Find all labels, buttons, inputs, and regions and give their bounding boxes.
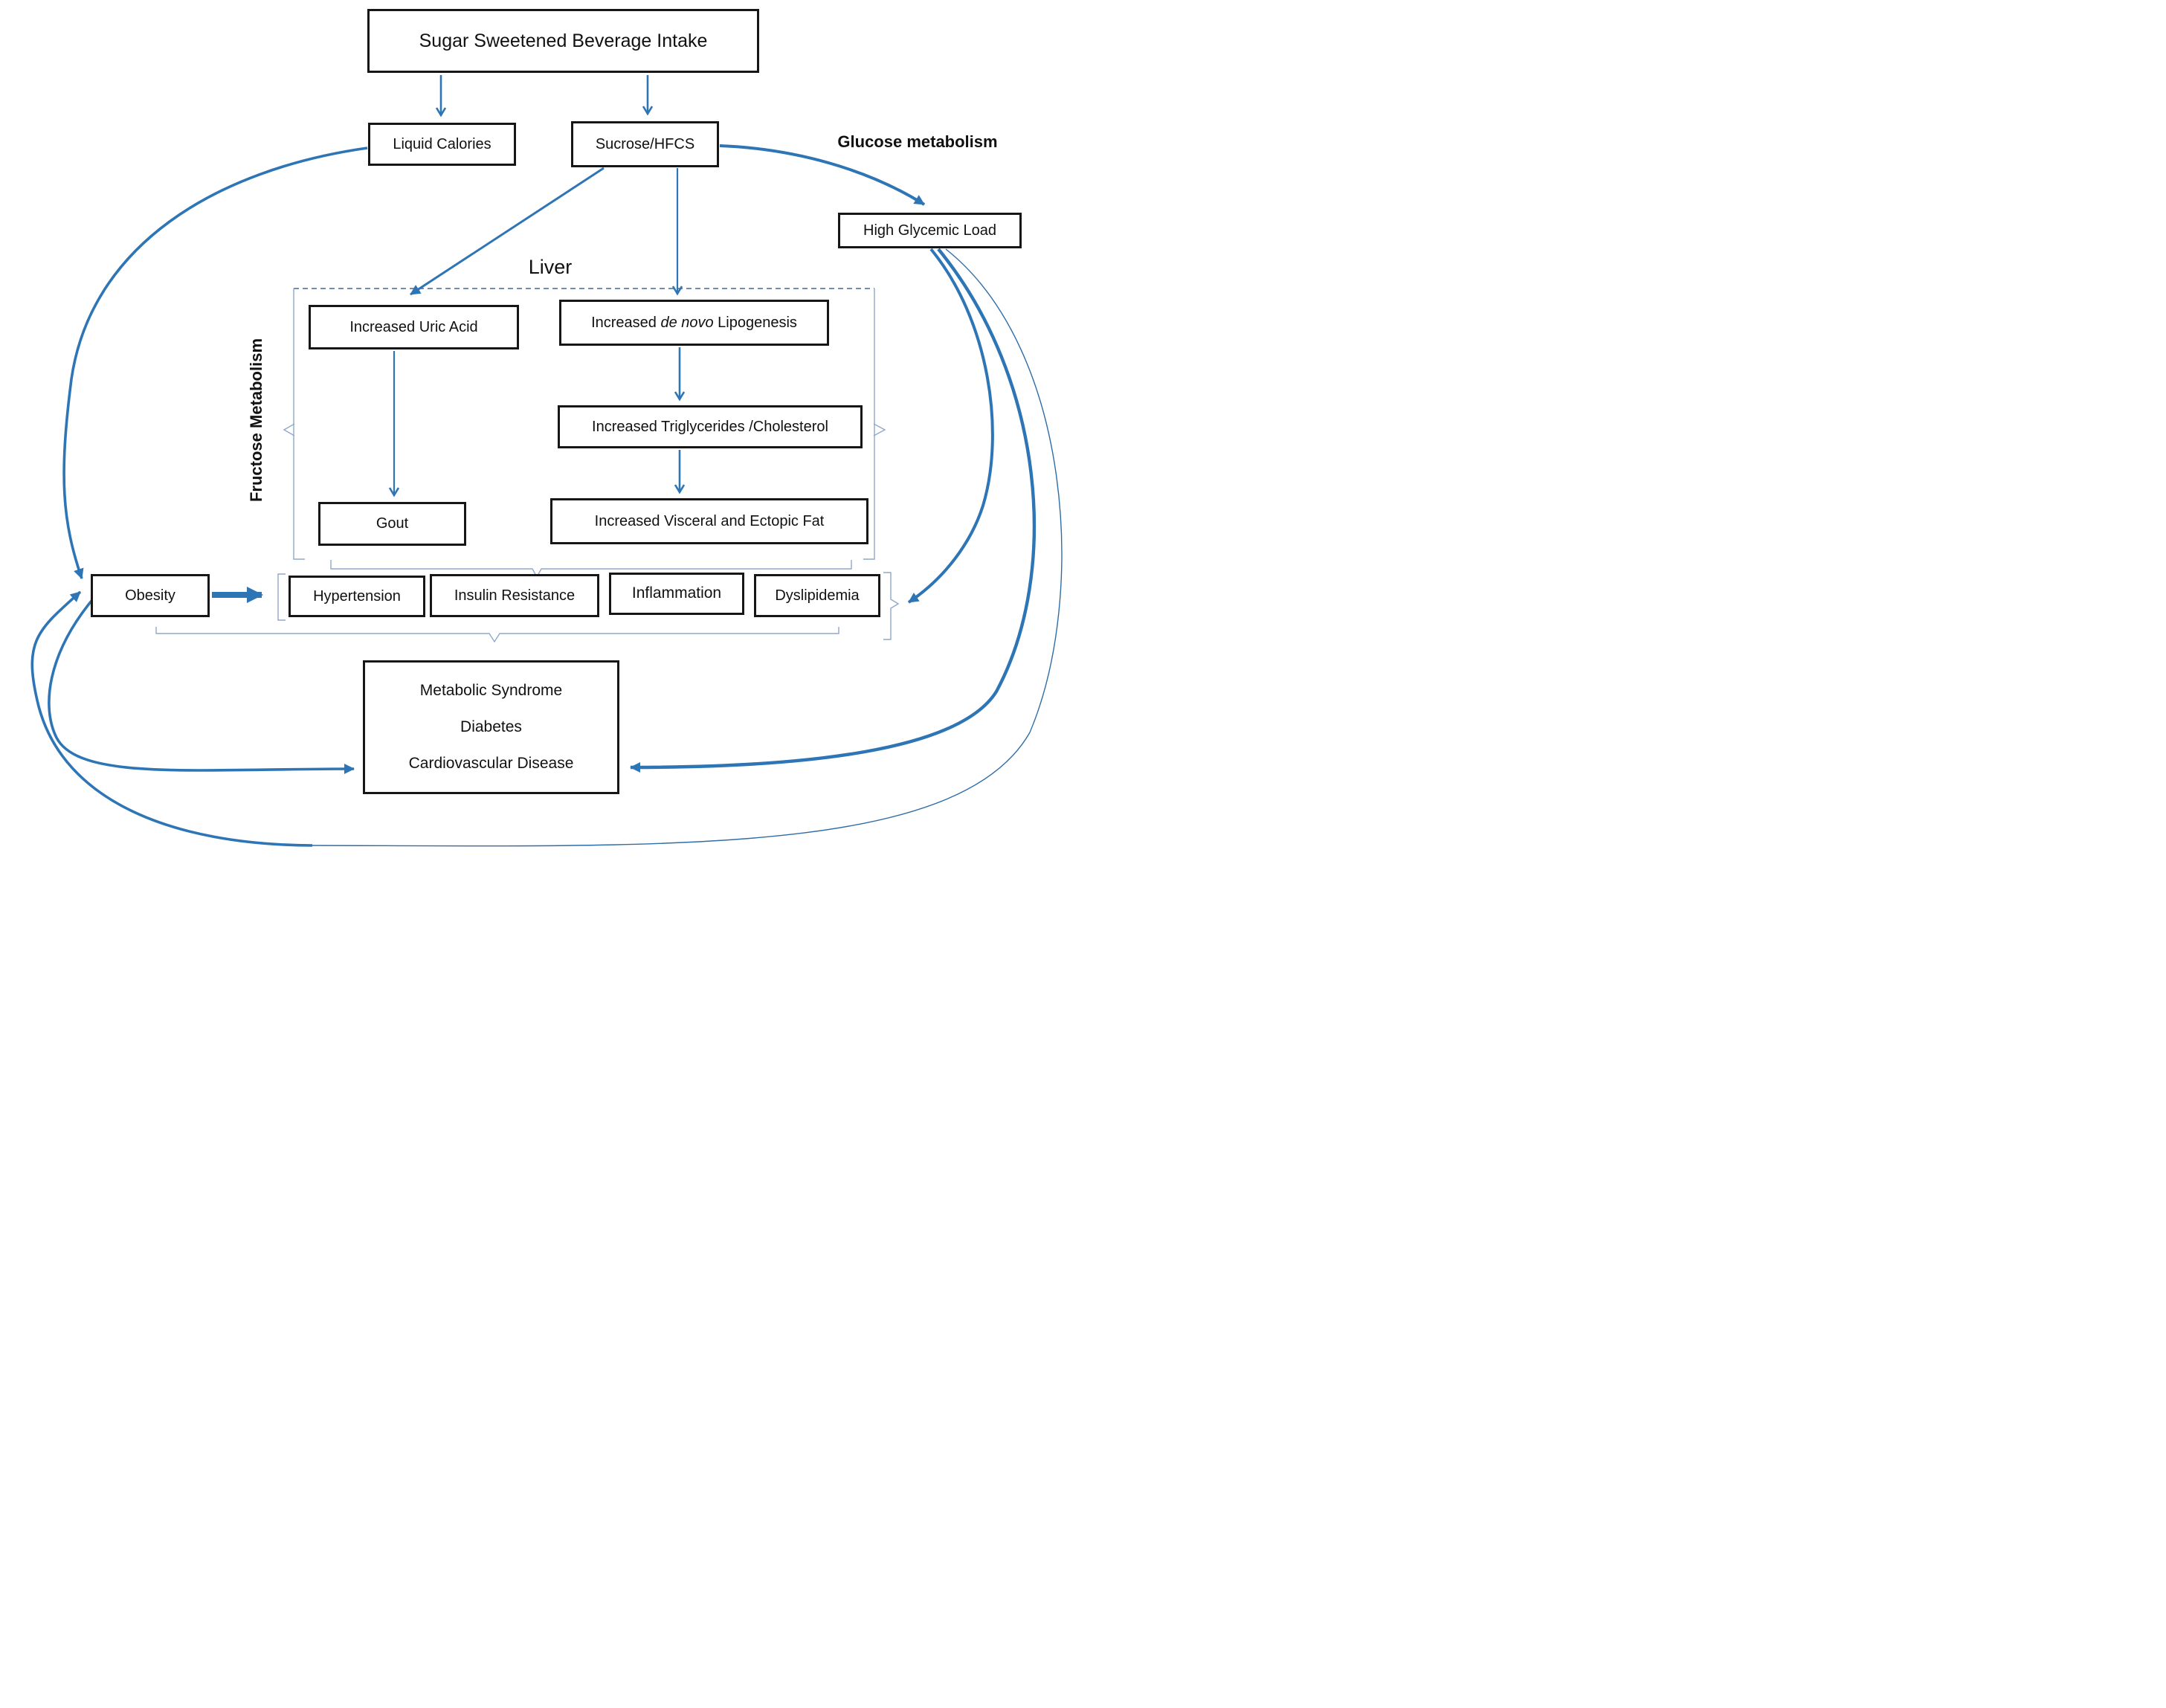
loop-hgl-feedback-thin-segment: [312, 248, 1063, 847]
node-dyslipidemia: Dyslipidemia: [754, 574, 880, 617]
node-sugar-sweetened-beverage-intake: Sugar Sweetened Beverage Intake: [367, 9, 759, 73]
node-label: Dyslipidemia: [775, 587, 860, 604]
arrow-obesity-to-outcome-box: [48, 595, 355, 775]
node-label: Insulin Resistance: [454, 587, 576, 604]
liver-left-mid-tick: [283, 423, 295, 436]
node-label: Liquid Calories: [393, 135, 491, 152]
arrow-liquid-calories-to-obesity: [62, 146, 368, 579]
liver-container-frame: [283, 288, 886, 560]
node-sucrose-hfcs: Sucrose/HFCS: [571, 121, 719, 167]
node-increased-de-novo-lipogenesis: Increased de novo Lipogenesis: [559, 300, 829, 346]
liver-left-border: [293, 289, 305, 560]
node-hypertension: Hypertension: [289, 576, 425, 617]
node-high-glycemic-load: High Glycemic Load: [838, 213, 1022, 248]
node-label: Obesity: [125, 587, 175, 604]
liver-right-border: [863, 289, 875, 560]
node-label: Inflammation: [631, 584, 722, 602]
node-label: Increased Uric Acid: [349, 318, 478, 335]
arrow-hgl-to-comorbidity-row: [907, 248, 994, 604]
ssb-metabolic-pathway-diagram: Sugar Sweetened Beverage Intake Liquid C…: [0, 0, 1083, 854]
node-label: Hypertension: [313, 587, 401, 605]
node-label: Increased Visceral and Ectopic Fat: [594, 512, 825, 529]
outcome-diabetes: Diabetes: [460, 718, 522, 735]
node-insulin-resistance: Insulin Resistance: [430, 574, 599, 617]
node-label: Sucrose/HFCS: [595, 135, 695, 152]
label-text: Fructose Metabolism: [247, 338, 265, 503]
label-liver: Liver: [517, 254, 584, 280]
outcome-metabolic-syndrome: Metabolic Syndrome: [419, 682, 563, 699]
node-obesity: Obesity: [91, 574, 210, 617]
arrow-hgl-to-outcome-box: [630, 248, 1037, 773]
label-text: Glucose metabolism: [837, 132, 998, 151]
label-part: Increased: [591, 314, 661, 331]
node-liquid-calories: Liquid Calories: [368, 123, 516, 166]
node-gout: Gout: [318, 502, 466, 546]
row-left-bracket: [277, 573, 286, 621]
node-label: Increased de novo Lipogenesis: [591, 315, 797, 332]
node-outcome-box: Metabolic Syndrome Diabetes Cardiovascul…: [363, 660, 619, 794]
row-bottom-bracket: [155, 627, 839, 643]
loop-hgl-feedback-to-obesity: [30, 590, 313, 847]
row-right-bracket: [883, 572, 900, 640]
node-increased-visceral-ectopic-fat: Increased Visceral and Ectopic Fat: [550, 498, 868, 544]
label-part: Lipogenesis: [713, 314, 797, 331]
node-label: High Glycemic Load: [863, 222, 996, 239]
node-increased-uric-acid: Increased Uric Acid: [309, 305, 519, 349]
node-label: Sugar Sweetened Beverage Intake: [419, 30, 708, 51]
node-increased-triglycerides-cholesterol: Increased Triglycerides /Cholesterol: [558, 405, 863, 448]
label-text: Liver: [528, 255, 573, 278]
label-part-italic: de novo: [660, 314, 714, 331]
liver-right-mid-tick: [873, 423, 886, 436]
label-glucose-metabolism: Glucose metabolism: [824, 131, 1011, 153]
arrow-sucrose-to-uric-acid: [410, 167, 605, 296]
node-label: Increased Triglycerides /Cholesterol: [592, 418, 828, 435]
label-fructose-metabolism: Fructose Metabolism: [244, 323, 269, 517]
node-label: Gout: [375, 515, 409, 532]
arrow-sucrose-to-high-glycemic-load: [719, 144, 926, 206]
outcome-cardiovascular-disease: Cardiovascular Disease: [408, 754, 574, 772]
node-inflammation: Inflammation: [609, 573, 744, 615]
